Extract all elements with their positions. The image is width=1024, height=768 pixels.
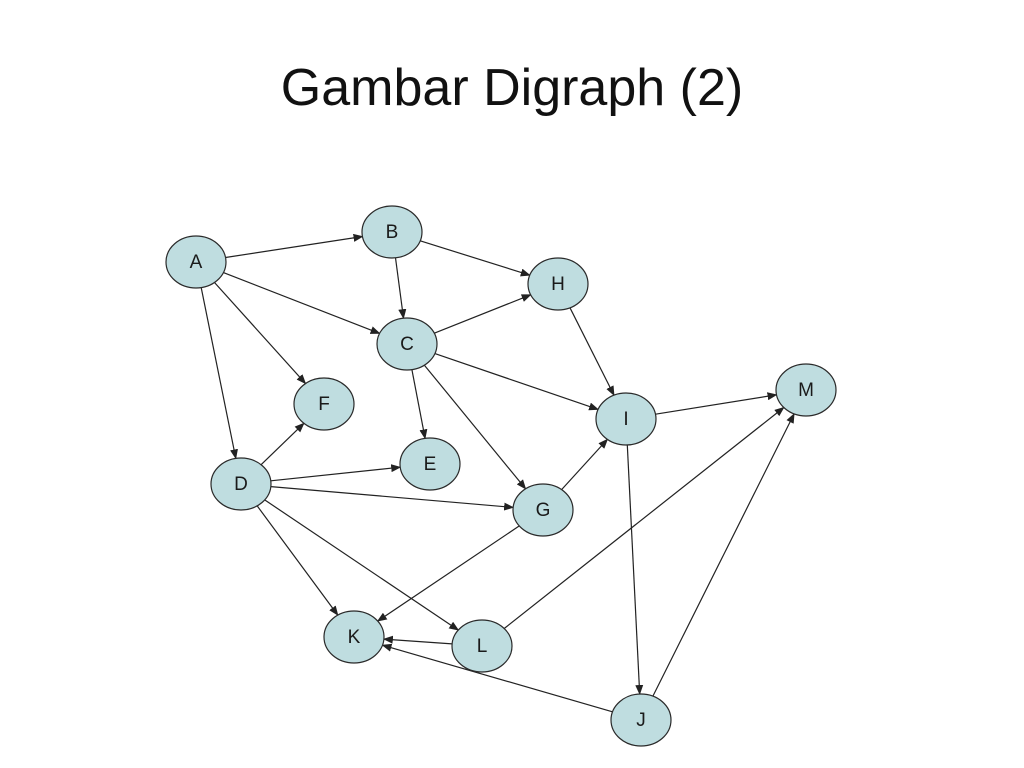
slide-title: Gambar Digraph (2) [280, 59, 744, 117]
node-label: D [234, 474, 248, 495]
edge-j-m [652, 413, 795, 697]
edge-b-c [394, 257, 407, 320]
edge-l-m [503, 406, 785, 629]
node-label: H [551, 274, 565, 295]
edge-d-g [270, 486, 515, 511]
edge-d-e [270, 464, 402, 482]
edge-g-i [561, 438, 609, 491]
edge-c-i [434, 353, 600, 411]
node-e: E [399, 437, 461, 491]
node-circle [512, 483, 574, 537]
node-i: I [595, 392, 657, 446]
node-l: L [451, 619, 513, 673]
node-label: M [798, 380, 814, 401]
node-circle [610, 693, 672, 747]
node-m: M [775, 363, 837, 417]
edge-i-j [626, 444, 644, 695]
node-label: I [623, 409, 628, 430]
edge-c-h [434, 294, 532, 334]
node-b: B [361, 205, 423, 259]
node-label: A [190, 252, 203, 273]
node-label: L [477, 636, 488, 657]
node-label: E [424, 454, 437, 475]
edge-a-f [214, 282, 307, 385]
edge-d-l [264, 499, 460, 631]
node-label: B [386, 222, 399, 243]
node-c: C [376, 317, 438, 371]
node-label: K [348, 627, 361, 648]
edge-d-f [260, 422, 305, 466]
edge-a-d [200, 287, 238, 460]
node-g: G [512, 483, 574, 537]
edge-h-i [569, 307, 615, 397]
node-circle [595, 392, 657, 446]
node-f: F [293, 377, 355, 431]
node-circle [323, 610, 385, 664]
edge-c-e [411, 369, 428, 440]
node-circle [361, 205, 423, 259]
edge-g-k [376, 525, 520, 622]
edge-a-b [225, 233, 364, 259]
node-k: K [323, 610, 385, 664]
edge-b-h [420, 240, 531, 277]
edge-l-k [382, 635, 453, 645]
edge-d-k [256, 505, 339, 616]
node-circle [293, 377, 355, 431]
node-circle [775, 363, 837, 417]
node-circle [399, 437, 461, 491]
edge-j-k [381, 643, 613, 713]
node-h: H [527, 257, 589, 311]
node-label: G [536, 500, 551, 521]
node-circle [165, 235, 227, 289]
node-circle [451, 619, 513, 673]
edge-i-m [655, 392, 778, 415]
node-circle [527, 257, 589, 311]
node-j: J [610, 693, 672, 747]
node-a: A [165, 235, 227, 289]
node-label: C [400, 334, 414, 355]
node-label: F [318, 394, 330, 415]
node-circle [376, 317, 438, 371]
node-circle [210, 457, 272, 511]
edge-a-c [223, 272, 381, 334]
node-d: D [210, 457, 272, 511]
nodes-layer: A B C D E F G H I J K L M [165, 205, 837, 747]
edge-c-g [423, 364, 527, 490]
edges-layer [200, 233, 795, 713]
node-label: J [636, 710, 646, 731]
